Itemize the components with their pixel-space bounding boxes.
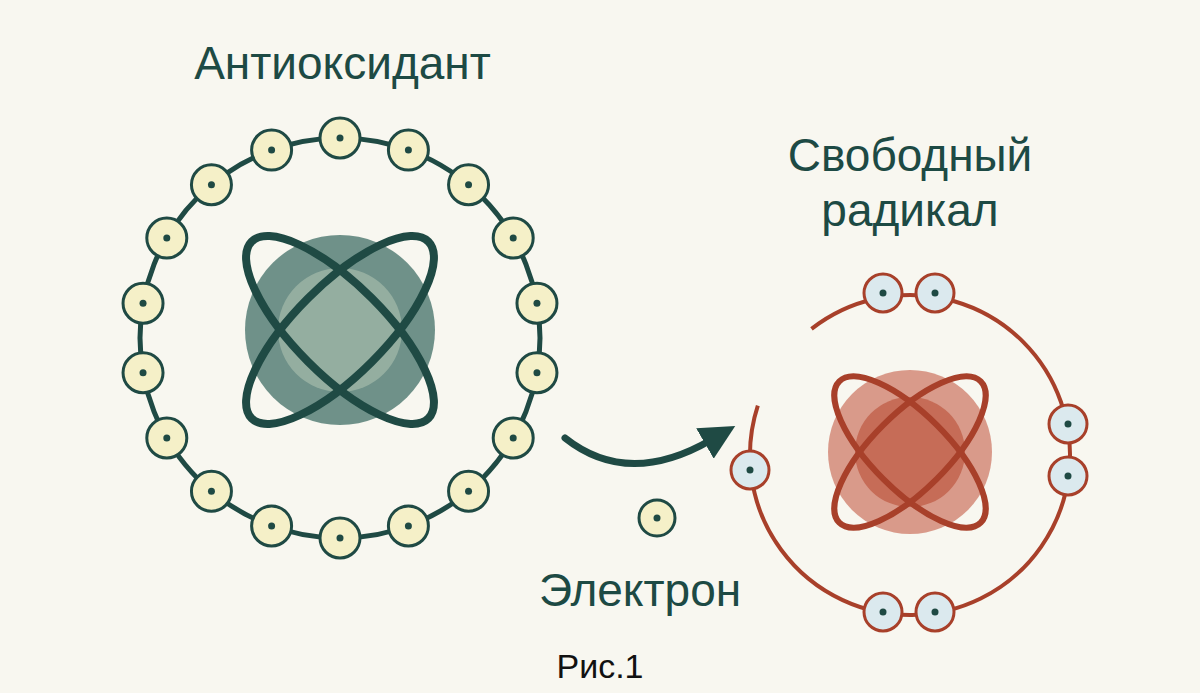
electron-dot [140, 369, 147, 376]
electron-dot [533, 300, 540, 307]
lone-electron-dot [654, 515, 661, 522]
electron-dot [510, 235, 517, 242]
electron-dot [405, 522, 412, 529]
atom-label: Свободный радикал [725, 128, 1095, 238]
electron [388, 130, 428, 170]
electron [147, 418, 187, 458]
radical-orbit [750, 295, 1070, 615]
antioxidant-ellipse [220, 210, 460, 450]
radical-nucleus-core [855, 397, 965, 507]
atom-label: Антиоксидант [115, 36, 570, 91]
electron-dot [932, 290, 939, 297]
electron-dot [405, 147, 412, 154]
electron [147, 218, 187, 258]
electron-dot [337, 135, 344, 142]
electron [252, 130, 292, 170]
electron [123, 283, 163, 323]
radical-electrons [731, 274, 1087, 631]
electron [916, 593, 954, 631]
electron-dot [208, 181, 215, 188]
electron-dot [208, 488, 215, 495]
antioxidant-electrons [123, 118, 557, 558]
electron [191, 471, 231, 511]
electron-dot [268, 522, 275, 529]
electron-dot [747, 467, 754, 474]
electron-dot [880, 290, 887, 297]
electron [493, 218, 533, 258]
antioxidant-orbit [140, 138, 540, 538]
electron [864, 593, 902, 631]
radical-ellipse [812, 354, 1007, 549]
electron [493, 418, 533, 458]
antioxidant-nucleus-core [278, 268, 402, 392]
electron-dot [533, 369, 540, 376]
electron [252, 506, 292, 546]
electron [388, 506, 428, 546]
electron-dot [337, 535, 344, 542]
electron-dot [465, 488, 472, 495]
electron-dot [268, 147, 275, 154]
electron [916, 274, 954, 312]
electron-dot [510, 435, 517, 442]
electron [191, 165, 231, 205]
electron [1049, 405, 1087, 443]
antioxidant-nucleus [245, 235, 435, 425]
electron-dot [465, 181, 472, 188]
transfer-arrow [565, 438, 711, 464]
figure-caption: Рис.1 [450, 646, 750, 686]
electron [731, 451, 769, 489]
electron [517, 283, 557, 323]
free-radical-atom: Свободный радикал [725, 128, 1095, 648]
electron-dot [1065, 421, 1072, 428]
electron [864, 274, 902, 312]
radical-nucleus [828, 370, 992, 534]
electron [449, 471, 489, 511]
electron [320, 518, 360, 558]
electron-dot [163, 235, 170, 242]
antioxidant-atom: Антиоксидант [115, 30, 570, 560]
electron-dot [163, 435, 170, 442]
lone-electron [639, 500, 675, 536]
antioxidant-ellipse [220, 210, 460, 450]
electron [449, 165, 489, 205]
electron [1049, 457, 1087, 495]
electron [517, 353, 557, 393]
electron-particle: Электрон [515, 495, 765, 625]
electron [320, 118, 360, 158]
electron [123, 353, 163, 393]
electron-dot [932, 609, 939, 616]
electron-dot [1065, 473, 1072, 480]
electron-dot [880, 609, 887, 616]
atom-label: Электрон [515, 565, 765, 615]
electron-dot [140, 300, 147, 307]
radical-ellipse [812, 354, 1007, 549]
